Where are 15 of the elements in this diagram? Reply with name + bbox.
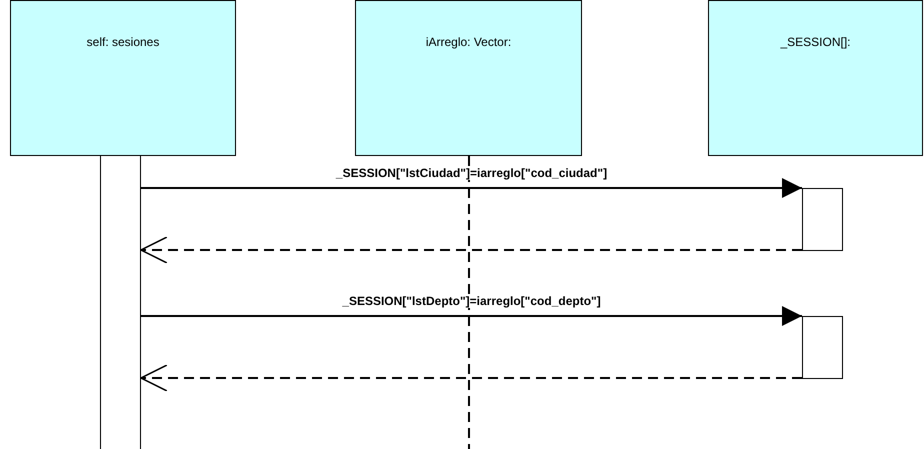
object-name: iArreglo: Vector: (424, 35, 512, 49)
activation-bar (100, 155, 141, 449)
object-name: self: sesiones (86, 35, 160, 49)
message-arrow (141, 178, 802, 198)
message-arrow (141, 306, 802, 326)
activation-bar (802, 316, 843, 379)
object-name: _SESSION[]: (779, 35, 852, 49)
message-label: _SESSION["lstCiudad"]=iarreglo["cod_ciudad"] (334, 166, 610, 180)
object-box (355, 0, 582, 156)
object-box (10, 0, 236, 156)
return-message-arrow (140, 364, 802, 392)
message-label: _SESSION["lstDepto"]=iarreglo["cod_depto"] (340, 294, 603, 308)
object-box (708, 0, 923, 156)
return-message-arrow (140, 236, 802, 264)
activation-bar (802, 188, 843, 251)
